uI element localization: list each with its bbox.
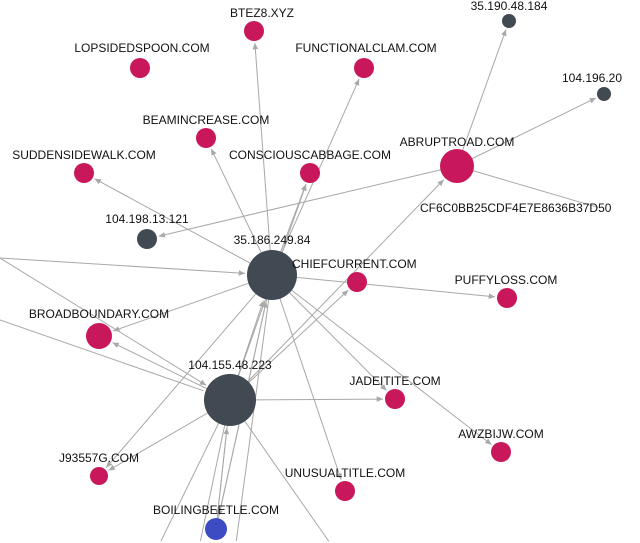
node-label-d1: BTEZ8.XYZ	[230, 6, 294, 20]
edge-line	[229, 399, 330, 542]
node-label-d13: J93557G.COM	[59, 451, 139, 465]
domain-node-d5[interactable]	[74, 163, 94, 183]
edge-line	[158, 165, 458, 238]
edge-line	[271, 274, 496, 300]
node-label-ip4: 35.190.48.184	[471, 0, 548, 13]
node-label-d4: BEAMINCREASE.COM	[143, 113, 270, 127]
ip-node-ip5[interactable]	[597, 87, 611, 101]
edge-line	[0, 319, 204, 392]
domain-node-d4[interactable]	[196, 128, 216, 148]
domain-node-d11[interactable]	[385, 389, 405, 409]
domain-node-d3[interactable]	[354, 58, 374, 78]
edge-line	[252, 42, 273, 276]
node-label-ip5: 104.196.20	[562, 71, 622, 85]
ip-node-ip4[interactable]	[502, 14, 516, 28]
node-label-h1: CF6C0BB25CDF4E7E8636B37D50	[420, 201, 612, 215]
edge-line	[456, 29, 507, 167]
node-label-d2: LOPSIDEDSPOON.COM	[74, 41, 209, 55]
node-label-d8: CHIEFCURRENT.COM	[292, 257, 417, 271]
domain-node-d6[interactable]	[300, 163, 320, 183]
node-label-ip1: 35.186.249.84	[234, 233, 311, 247]
node-label-d3: FUNCTIONALCLAM.COM	[295, 41, 436, 55]
node-label-d10: BROADBOUNDARY.COM	[29, 307, 169, 321]
node-label-d14: UNUSUALTITLE.COM	[285, 466, 405, 480]
domain-node-d9[interactable]	[497, 288, 517, 308]
ip-node-ip1[interactable]	[247, 250, 297, 300]
node-label-d9: PUFFYLOSS.COM	[455, 273, 558, 287]
node-layer	[74, 14, 611, 540]
label-layer: 35.186.249.84 104.155.48.223 104.198.13.12…	[12, 0, 622, 517]
domain-node-d12[interactable]	[491, 442, 511, 462]
ip-node-ip3[interactable]	[137, 229, 157, 249]
edge-line	[271, 274, 492, 446]
edge-line	[0, 257, 246, 276]
edge-line	[271, 274, 342, 480]
edge-line	[271, 274, 387, 391]
domain-node-d7[interactable]	[440, 149, 474, 183]
node-label-d7: ABRUPTROAD.COM	[400, 135, 515, 149]
domain-node-d13[interactable]	[90, 467, 108, 485]
edge-line	[160, 399, 231, 542]
domain-node-d1[interactable]	[244, 21, 264, 41]
edge-line	[456, 165, 599, 208]
node-label-d15: BOILINGBEETLE.COM	[153, 503, 279, 517]
edge-line	[229, 289, 349, 401]
domain-node-d15[interactable]	[205, 518, 227, 540]
domain-node-d14[interactable]	[335, 481, 355, 501]
node-label-ip3: 104.198.13.121	[105, 212, 189, 226]
edge-line	[112, 274, 273, 332]
ip-node-ip2[interactable]	[204, 374, 256, 426]
node-label-d12: AWZBIJW.COM	[458, 427, 544, 441]
edge-line	[229, 179, 445, 401]
edge-line	[456, 97, 597, 167]
edge-line	[105, 274, 273, 468]
edge-line	[0, 257, 207, 386]
node-label-d6: CONSCIOUSCABBAGE.COM	[229, 148, 391, 162]
edge-line	[215, 427, 230, 530]
edge-line	[94, 178, 273, 276]
node-label-d11: JADEITITE.COM	[349, 374, 440, 388]
domain-node-d10[interactable]	[86, 323, 112, 349]
node-label-ip2: 104.155.48.223	[188, 358, 272, 372]
domain-node-d8[interactable]	[347, 272, 367, 292]
domain-node-d2[interactable]	[130, 58, 150, 78]
node-label-d5: SUDDENSIDEWALK.COM	[12, 148, 156, 162]
